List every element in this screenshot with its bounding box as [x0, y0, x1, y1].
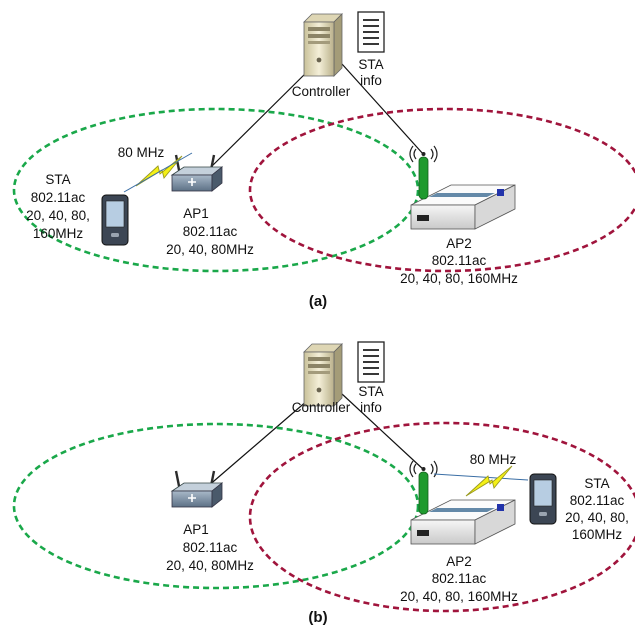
ap1-bandwidths: 20, 40, 80MHz	[166, 558, 254, 573]
controller-server-icon	[303, 343, 343, 407]
ap1-name: AP1	[183, 522, 209, 537]
wireless-link-line	[123, 152, 193, 193]
sta-bandwidths-line2: 160MHz	[572, 527, 623, 542]
ap2-coverage-range	[248, 421, 635, 613]
ap2-coverage-range	[248, 107, 635, 273]
ap1-standard: 802.11ac	[183, 540, 238, 555]
ap1-bandwidths: 20, 40, 80MHz	[166, 242, 254, 257]
controller-label: Controller	[292, 84, 351, 99]
link-bandwidth-label: 80 MHz	[118, 145, 165, 160]
sta-info-document-icon	[357, 341, 385, 383]
wireless-link-bolt-icon	[465, 465, 513, 497]
sta-bandwidths-line1: 20, 40, 80,	[565, 510, 629, 525]
sta-name: STA	[45, 172, 70, 187]
sta-phone-icon	[529, 473, 557, 525]
controller-label: Controller	[292, 400, 351, 415]
ap1-name: AP1	[183, 206, 209, 221]
panel-a-caption: (a)	[309, 293, 327, 310]
sta-info-label-line2: info	[360, 73, 382, 88]
sta-bandwidths-line2: 160MHz	[33, 226, 84, 241]
sta-info-label-line1: STA	[358, 384, 383, 399]
ap2-access-point-icon	[409, 145, 516, 230]
ap1-controller-link	[206, 393, 316, 488]
ap2-standard: 802.11ac	[432, 253, 487, 268]
sta-info-label-line1: STA	[358, 57, 383, 72]
sta-standard: 802.11ac	[570, 493, 625, 508]
ap1-coverage-range	[12, 107, 420, 273]
ap1-coverage-range	[12, 422, 420, 590]
ap2-name: AP2	[446, 554, 472, 569]
ap2-standard: 802.11ac	[432, 571, 487, 586]
link-bandwidth-label: 80 MHz	[470, 452, 517, 467]
sta-bandwidths-line1: 20, 40, 80,	[26, 208, 90, 223]
ap2-access-point-icon	[409, 460, 516, 545]
ap1-router-icon	[170, 469, 224, 509]
sta-phone-icon	[101, 194, 129, 246]
ap2-bandwidths: 20, 40, 80, 160MHz	[400, 271, 518, 286]
ap1-standard: 802.11ac	[183, 224, 238, 239]
sta-info-label-line2: info	[360, 400, 382, 415]
ap1-controller-link	[206, 63, 316, 172]
wireless-link-line	[433, 473, 529, 481]
ap2-name: AP2	[446, 236, 472, 251]
controller-server-icon	[303, 13, 343, 77]
panel-b: Controller STA info AP1 802.11ac 20, 40,…	[12, 341, 635, 626]
panel-b-caption: (b)	[308, 609, 327, 626]
ap2-controller-link	[341, 393, 425, 471]
sta-info-document-icon	[357, 11, 385, 53]
sta-standard: 802.11ac	[31, 190, 86, 205]
panel-a: Controller STA info AP1 802.11ac 20, 40,…	[12, 11, 635, 310]
ap2-controller-link	[341, 63, 425, 156]
ap2-bandwidths: 20, 40, 80, 160MHz	[400, 589, 518, 604]
sta-name: STA	[584, 476, 609, 491]
